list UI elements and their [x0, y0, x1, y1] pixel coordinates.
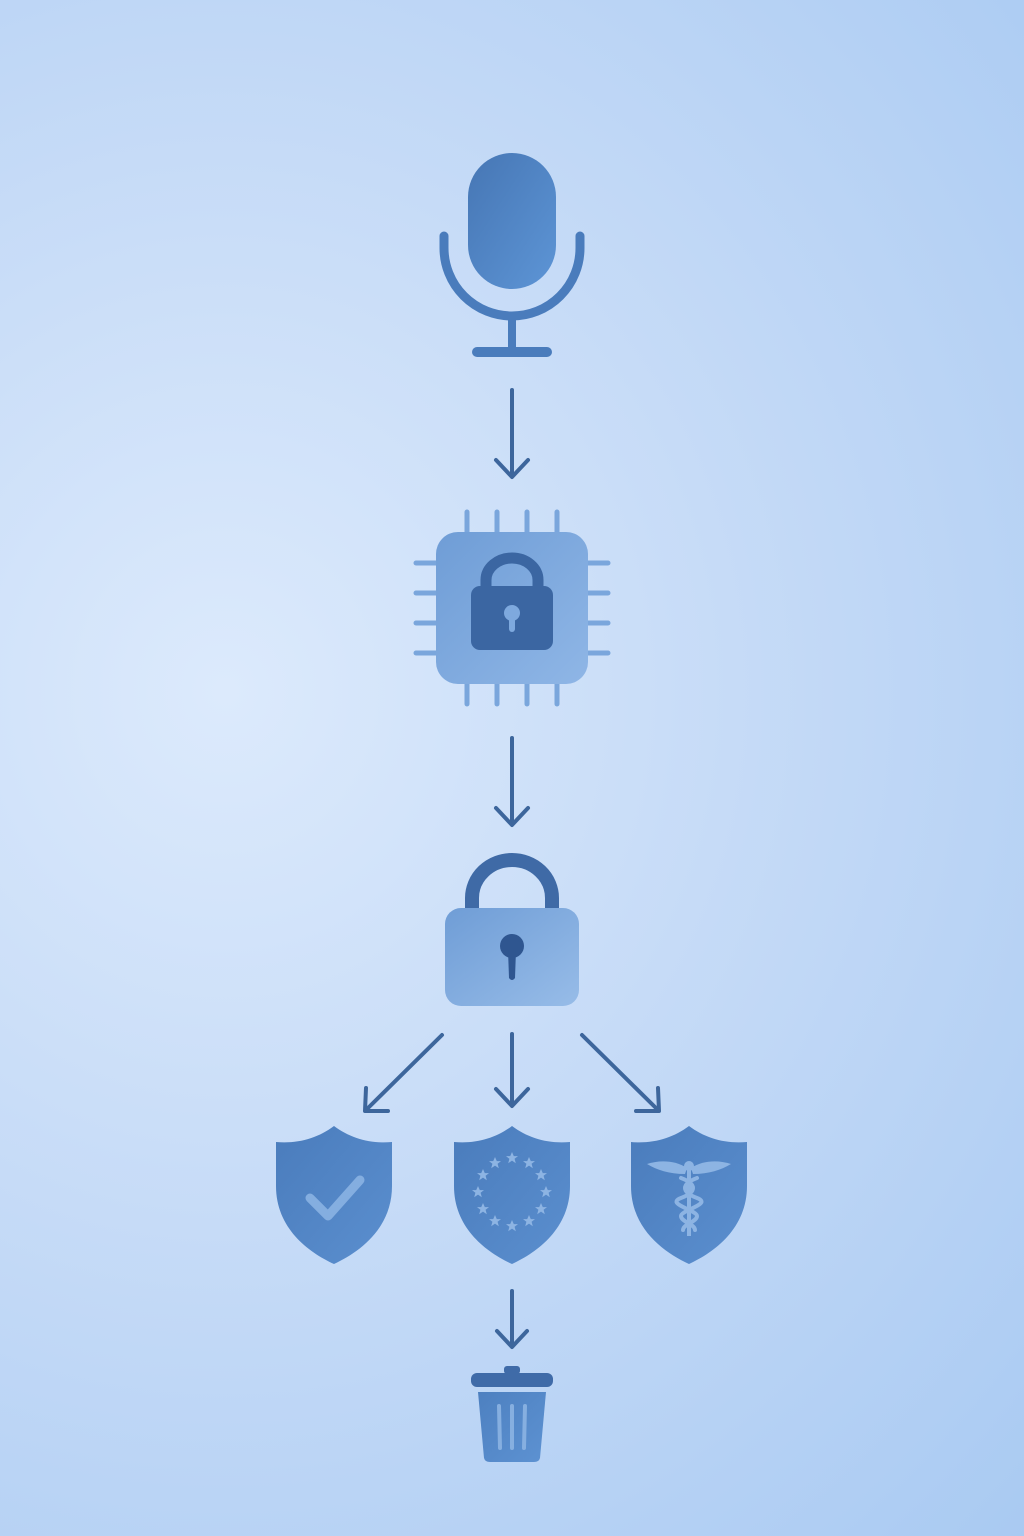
arrow-down-right-icon [580, 1033, 661, 1113]
shield-check-icon [276, 1126, 392, 1264]
arrow-padlock-to-eu-shield [492, 1030, 532, 1110]
arrow-mic-to-chip [492, 388, 532, 484]
secure-processor-chip-icon [413, 509, 611, 707]
padlock-icon [445, 853, 579, 1006]
microphone-icon [439, 153, 585, 357]
arrow-padlock-to-medical-shield [576, 1030, 668, 1116]
shield-eu-stars-icon [454, 1126, 570, 1264]
secure-chip-node [412, 508, 612, 708]
deletion-node [468, 1364, 556, 1464]
arrow-chip-to-padlock [492, 736, 532, 832]
shield-caduceus-icon [631, 1126, 747, 1264]
arrow-down-icon [495, 1289, 529, 1349]
trash-bin-icon [471, 1366, 553, 1462]
arrow-padlock-to-compliance-shield [356, 1030, 448, 1116]
eu-shield-node [450, 1124, 574, 1266]
medical-shield-node [627, 1124, 751, 1266]
arrow-down-icon [494, 388, 530, 479]
caduceus-icon [647, 1161, 731, 1236]
arrow-eu-shield-to-trash [492, 1288, 532, 1352]
arrow-down-icon [494, 1032, 530, 1108]
microphone-node [438, 152, 586, 362]
arrow-down-icon [494, 736, 530, 827]
arrow-down-left-icon [363, 1033, 444, 1113]
padlock-node [443, 853, 581, 1010]
compliance-shield-node [272, 1124, 396, 1266]
